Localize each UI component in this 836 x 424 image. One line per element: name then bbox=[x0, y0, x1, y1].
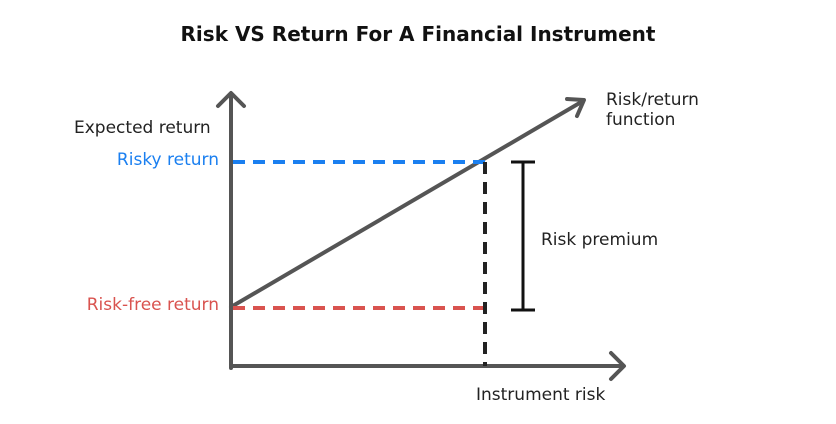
risky-return-label: Risky return bbox=[116, 150, 219, 170]
y-axis-label: Expected return bbox=[74, 118, 211, 138]
diagram-title: Risk VS Return For A Financial Instrumen… bbox=[180, 22, 656, 46]
risk-return-function-line bbox=[229, 99, 585, 309]
risk-premium-bracket bbox=[511, 160, 535, 312]
risk-free-return-label: Risk-free return bbox=[86, 295, 219, 315]
risk-premium-label: Risk premium bbox=[541, 230, 659, 250]
function-label-line2: function bbox=[606, 110, 676, 130]
function-label: Risk/return function bbox=[606, 90, 699, 130]
y-axis-arrowhead bbox=[216, 91, 246, 108]
x-axis-arrowhead bbox=[609, 351, 626, 381]
x-axis-label: Instrument risk bbox=[476, 385, 606, 405]
function-label-line1: Risk/return bbox=[606, 90, 699, 110]
function-arrowhead bbox=[565, 97, 586, 118]
